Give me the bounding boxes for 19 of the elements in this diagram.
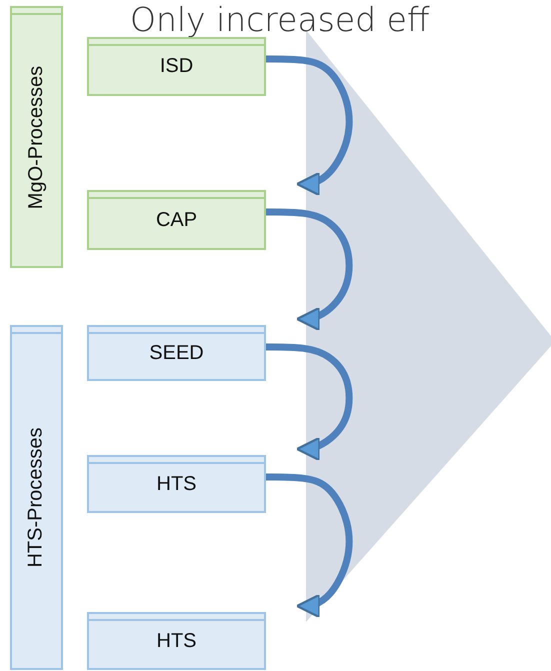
- step-label: CAP: [156, 208, 198, 232]
- process-box: [87, 190, 266, 250]
- curved-arrow: [266, 56, 353, 196]
- step-label: HTS: [156, 472, 196, 496]
- step-label: SEED: [149, 342, 204, 364]
- curved-arrow: [266, 474, 353, 618]
- group-label: HTS-Processes: [25, 427, 48, 568]
- group-bar: [10, 325, 63, 670]
- step-label: HTS: [156, 630, 196, 652]
- process-box: [87, 455, 266, 513]
- group-label: MgO-Processes: [25, 65, 48, 209]
- step-label: ISD: [160, 55, 194, 78]
- group-bar: [10, 6, 63, 268]
- heading: Only increased eff: [130, 0, 430, 39]
- process-box: [87, 37, 266, 96]
- process-box: [87, 612, 266, 670]
- curved-arrow: [266, 344, 353, 462]
- process-box: [87, 325, 266, 381]
- curved-arrow: [266, 208, 353, 332]
